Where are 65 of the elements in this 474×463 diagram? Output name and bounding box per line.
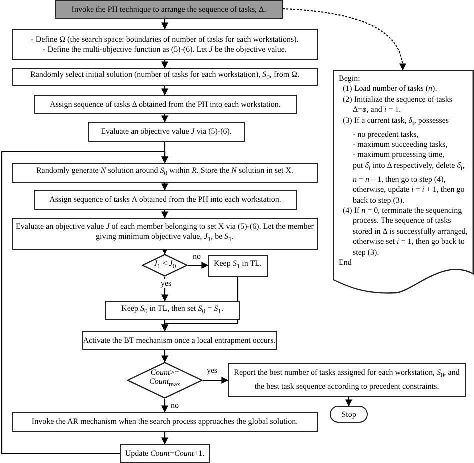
arrow (162, 432, 168, 445)
arrow (162, 399, 168, 413)
procedure-text: put δ$_{i}$ into Δ respectively, delete δ$_{i}$, n = n – 1, then go to step (4), otherwise, update i = i + 1, then go back to step (3). (352, 160, 466, 206)
box-text: Stop (342, 410, 356, 420)
procedure-text: Begin: (339, 74, 360, 84)
process-box (105, 301, 240, 320)
box-text: Randomly select initial solution (number of tasks for each workstation), S$_{0}$, from Ω. (30, 70, 300, 84)
box-text: Assign sequence of tasks Λ obtained from the PH into each workstation. (50, 195, 282, 205)
arrow (162, 183, 168, 191)
arrow (1, 151, 168, 455)
box-text: Evaluate an objective value J via (5)-(6). (101, 127, 232, 137)
procedure-text: (1) Load number of tasks (n). (342, 84, 438, 95)
arrow (346, 397, 352, 407)
box-text: Assign sequence of tasks Δ obtained from the PH into each workstation. (50, 100, 281, 110)
box-text: Report the best number of tasks assigned for each workstation, S$_{0}$, and the best task sequence according to precedent constraints. (233, 368, 461, 392)
process-box (82, 331, 277, 350)
edge-label: no (170, 401, 180, 410)
process-box (12, 163, 318, 183)
process-box (228, 363, 466, 397)
dashed-arrow (282, 8, 406, 71)
box-text: J$_{1}$ < J$_{0}$ (154, 259, 176, 272)
terminator-shape (330, 406, 368, 423)
arrow (162, 320, 168, 332)
arrow (203, 377, 229, 384)
arrow (162, 210, 168, 219)
box-text: - Define the multi-objective function as (5)-(6). Let J be the objective value. (43, 44, 287, 54)
procedure-text: (4) If n = 0, terminate the sequencing process. The sequence of tasks stored in Δ is successfully arranged, otherwise set i = 1, then go back to step (3). (342, 206, 468, 258)
procedure-text: - maximum processing time, (352, 150, 445, 161)
process-box (12, 29, 318, 60)
edge-label: yes (160, 279, 173, 288)
edge-label: no (192, 252, 202, 261)
box-text: Evaluate an objective value J of each member belonging to set X via (5)-(6). Let the member giving minimum objective value, J$_{1}$, be S$_{1}$. (15, 222, 315, 246)
arrow (162, 350, 168, 363)
procedure-text: - maximum succeeding tasks, (352, 140, 448, 150)
arrow (162, 19, 168, 30)
edge-label: yes (206, 366, 219, 375)
procedure-text: (3) If a current task, δ$_{i}$, possesses (342, 116, 449, 130)
decision-diamond (127, 362, 203, 399)
box-text: Keep S$_{1}$ in TL. (214, 259, 262, 273)
box-text: Activate the BT mechanism once a local entrapment occurs. (83, 336, 276, 346)
box-text: Randomly generate N solution around S$_{0}$ within R. Store the N solution in set X. (36, 166, 294, 180)
document-shape (333, 70, 474, 296)
process-box (55, 0, 283, 19)
process-box (120, 444, 210, 463)
box-text: Invoke the AR mechanism when the search process approaches the global solution. (32, 417, 298, 427)
arrow (162, 114, 168, 123)
process-box (34, 95, 297, 114)
process-box (208, 255, 268, 277)
process-box (34, 190, 297, 210)
box-text: Update Count=Count+1. (125, 448, 205, 458)
arrow (162, 86, 168, 96)
procedure-text: End (339, 258, 352, 268)
process-box (12, 412, 318, 432)
box-text: Invoke the PH technique to arrange the sequence of tasks, Δ. (72, 4, 266, 14)
process-box (12, 68, 318, 86)
box-text: Count>= Count$_{max}$ (148, 368, 182, 390)
arrow (188, 262, 209, 269)
decision-diamond (142, 254, 188, 277)
box-text: Keep S$_{0}$ in TL, then set S$_{0}$ = S$_{1}$. (122, 304, 224, 318)
box-text: - Define Ω (the search space: boundaries of number of tasks for each workstations). (31, 34, 299, 44)
process-box (88, 122, 245, 142)
procedure-text: - no precedent tasks, (352, 130, 419, 140)
arrow (162, 60, 168, 69)
procedure-text: (2) Initialize the sequence of tasks Δ=ϕ, and i = 1. (342, 94, 454, 116)
arrow (162, 248, 168, 255)
